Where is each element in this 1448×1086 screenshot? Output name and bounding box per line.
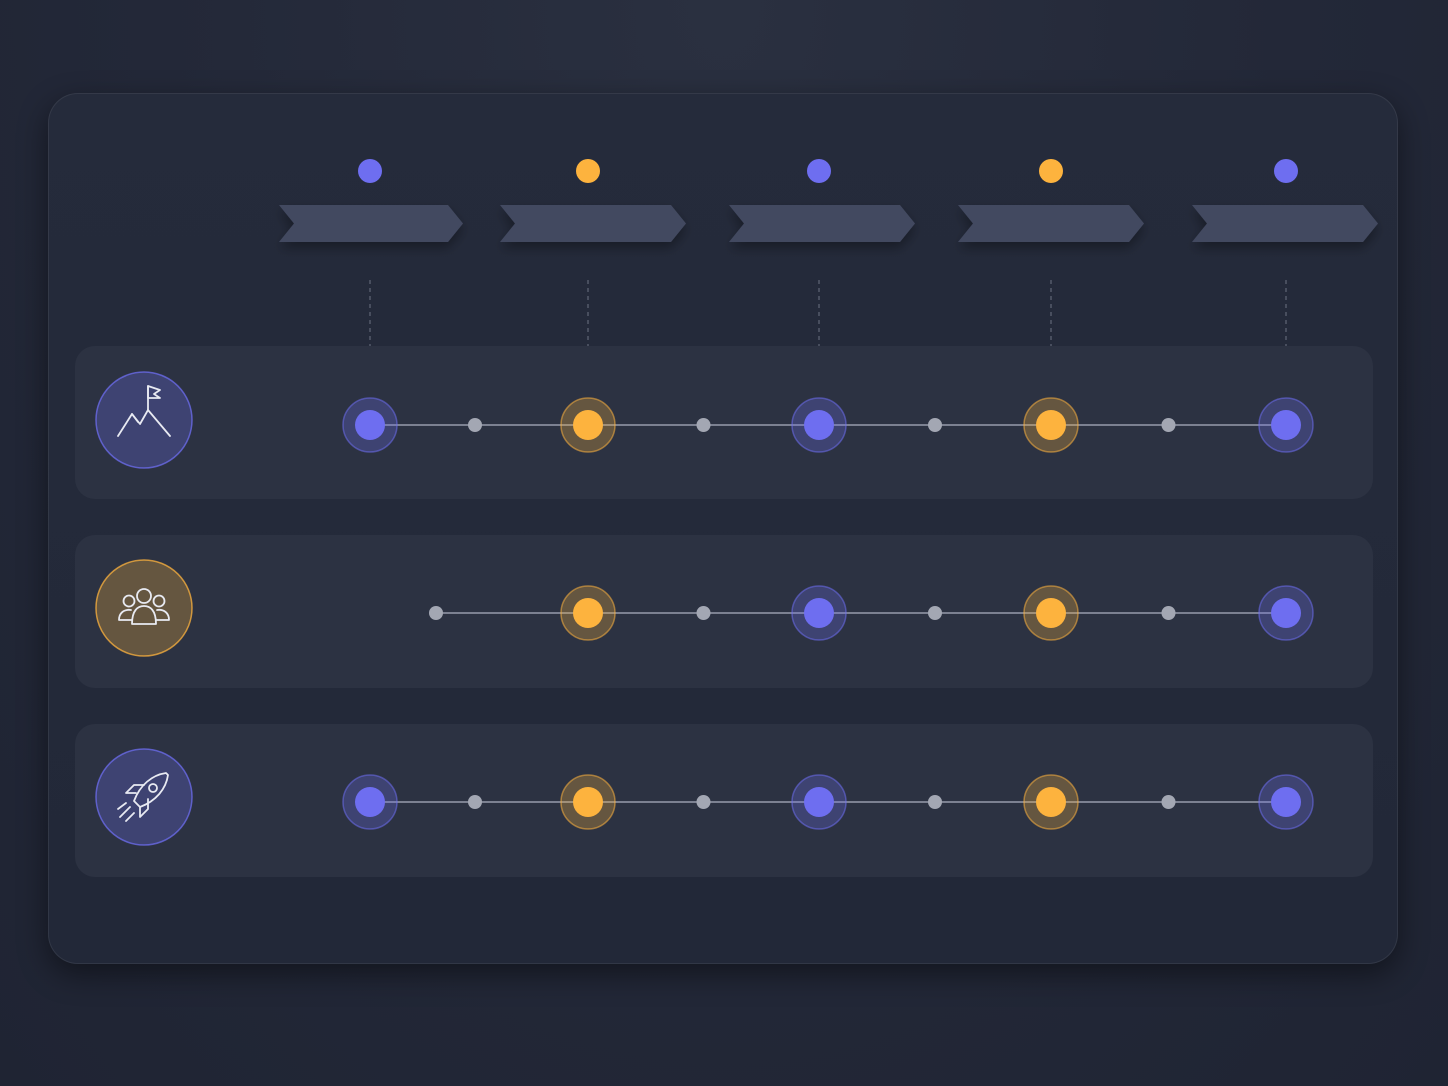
milestone-node xyxy=(355,787,385,817)
milestone-node xyxy=(573,410,603,440)
row-badge xyxy=(95,748,193,846)
row-badge-circle xyxy=(95,371,193,469)
timeline-rows xyxy=(75,346,1373,877)
phase-marker-1 xyxy=(358,159,382,183)
milestone-node xyxy=(1271,410,1301,440)
minor-node xyxy=(1161,606,1176,620)
row-badge xyxy=(95,371,193,469)
milestone-node xyxy=(1036,410,1066,440)
row-badge-circle xyxy=(95,748,193,846)
phase-chevron-5 xyxy=(1192,205,1378,242)
timeline-row-team xyxy=(75,535,1373,688)
minor-node xyxy=(696,418,711,432)
minor-node xyxy=(928,606,942,620)
phase-chevron-2 xyxy=(500,205,686,242)
minor-node xyxy=(468,418,482,432)
phase-chevron-3 xyxy=(729,205,915,242)
phase-chevrons xyxy=(279,159,1378,242)
column-guides xyxy=(369,280,1287,393)
milestone-node xyxy=(573,598,603,628)
milestone-node xyxy=(1036,598,1066,628)
minor-node xyxy=(696,606,711,620)
row-background xyxy=(75,535,1373,688)
phase-marker-3 xyxy=(807,159,831,183)
milestone-node xyxy=(1036,787,1066,817)
milestone-node xyxy=(804,787,834,817)
phase-marker-5 xyxy=(1274,159,1298,183)
minor-node xyxy=(696,795,711,809)
mountain-flag-icon xyxy=(117,385,171,437)
row-background xyxy=(75,724,1373,877)
timeline-row-launch xyxy=(75,724,1373,877)
team-group-icon xyxy=(118,588,170,625)
row-badge-circle xyxy=(95,559,193,657)
rocket-icon xyxy=(117,772,169,822)
minor-node xyxy=(429,606,443,620)
phase-marker-4 xyxy=(1039,159,1063,183)
timeline-row-goal xyxy=(75,346,1373,499)
minor-node xyxy=(928,795,942,809)
phase-marker-2 xyxy=(576,159,600,183)
minor-node xyxy=(1161,795,1176,809)
milestone-node xyxy=(804,598,834,628)
milestone-node xyxy=(1271,787,1301,817)
row-background xyxy=(75,346,1373,499)
phase-chevron-4 xyxy=(958,205,1144,242)
phase-chevron-1 xyxy=(279,205,463,242)
milestone-node xyxy=(1271,598,1301,628)
minor-node xyxy=(1161,418,1176,432)
minor-node xyxy=(468,795,482,809)
milestone-node xyxy=(355,410,385,440)
minor-node xyxy=(928,418,942,432)
row-badge xyxy=(95,559,193,657)
milestone-node xyxy=(804,410,834,440)
milestone-node xyxy=(573,787,603,817)
